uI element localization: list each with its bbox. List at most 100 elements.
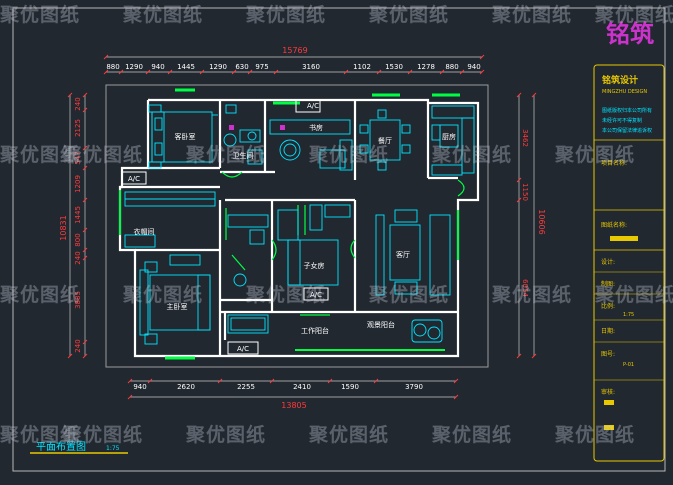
room-label-work-balcony: 工作阳台 xyxy=(301,326,329,335)
dimension-tick xyxy=(516,353,522,359)
dim-label: 1530 xyxy=(385,63,403,71)
dim-total-left: 10831 xyxy=(59,215,68,240)
scale-value: 1:75 xyxy=(623,312,634,318)
dimension-tick xyxy=(269,378,275,384)
ac-label: A/C xyxy=(237,345,249,353)
dimension-tick xyxy=(516,197,522,203)
dimension-tick xyxy=(453,394,459,400)
dimension-tick xyxy=(82,255,88,261)
dim-label: 940 xyxy=(133,383,146,391)
dimension-tick xyxy=(531,92,537,98)
dimension-tick xyxy=(479,54,485,60)
dim-label: 3462 xyxy=(521,129,529,147)
dimension-tick xyxy=(167,69,173,75)
note-line: 图纸版权归本公司所有 xyxy=(602,107,652,114)
dimension-tick xyxy=(82,107,88,113)
date-label: 日期: xyxy=(601,327,615,335)
dimension-tick xyxy=(127,394,133,400)
dimension-tick xyxy=(82,165,88,171)
dim-label: 1102 xyxy=(353,63,371,71)
dining-table xyxy=(369,119,401,161)
dimension-tick xyxy=(327,378,333,384)
room-label-bathroom: 卫生间 xyxy=(233,151,254,160)
room-label-view-balcony: 观景阳台 xyxy=(367,320,395,329)
dimension-tick xyxy=(147,378,153,384)
dim-label: 547 xyxy=(74,151,82,164)
dimension-tick xyxy=(82,197,88,203)
building-outline xyxy=(105,84,489,368)
dim-label: 3790 xyxy=(405,383,423,391)
dim-total-right: 10606 xyxy=(537,209,546,234)
dimension-tick xyxy=(247,69,253,75)
title-block: 铭筑 铭筑设计 MINGZHU DESIGN 图纸版权归本公司所有 未经许可不得… xyxy=(593,20,665,462)
dim-label: 2125 xyxy=(74,119,82,137)
drawing-name-label: 图纸名称: xyxy=(601,221,627,229)
dimension-tick xyxy=(103,69,109,75)
dim-label: 940 xyxy=(467,63,480,71)
drawing-scale-text: 1:75 xyxy=(106,445,120,452)
dimension-tick xyxy=(459,69,465,75)
dim-label: 880 xyxy=(445,63,458,71)
room-labels: 客卧室 卫生间 书房 餐厅 厨房 衣帽间 主卧室 子女房 客厅 工作阳台 观景阳… xyxy=(134,123,457,335)
drawing-title-text: 平面布置图 xyxy=(36,441,86,453)
right-dimension-labels: 3462 1150 6054 xyxy=(521,129,529,297)
fixtures xyxy=(229,125,285,130)
dim-total-bottom: 13805 xyxy=(281,401,306,410)
dimension-lines xyxy=(69,56,535,398)
dimension-tick xyxy=(373,378,379,384)
scale-label: 比例: xyxy=(601,302,615,310)
dim-label: 6054 xyxy=(521,279,529,297)
ac-label: A/C xyxy=(310,291,322,299)
dim-label: 880 xyxy=(106,63,119,71)
dim-label: 1290 xyxy=(209,63,227,71)
dim-label: 1290 xyxy=(125,63,143,71)
dim-label: 940 xyxy=(151,63,164,71)
ac-label: A/C xyxy=(128,175,140,183)
top-dimension-labels: 880 1290 940 1445 1290 630 975 3160 1102… xyxy=(106,63,480,71)
room-label-dining: 餐厅 xyxy=(378,136,392,145)
dim-label: 630 xyxy=(235,63,248,71)
furniture xyxy=(124,104,475,345)
drawing-title: 平面布置图 1:75 xyxy=(30,441,128,454)
room-label-master-bedroom: 主卧室 xyxy=(167,302,188,311)
dim-label: 800 xyxy=(74,233,82,246)
ac-label: A/C xyxy=(307,102,319,110)
designer-label: 设计: xyxy=(601,258,615,266)
dimension-tick xyxy=(231,69,237,75)
dim-total-top: 15769 xyxy=(282,46,307,55)
dimension-tick xyxy=(376,69,382,75)
dimension-tick xyxy=(103,54,109,60)
room-label-study: 书房 xyxy=(309,123,323,132)
dimension-tick xyxy=(407,69,413,75)
room-label-second-bedroom: 客卧室 xyxy=(175,132,196,141)
dimension-tick xyxy=(82,145,88,151)
bottom-dimension-labels: 940 2620 2255 2410 1590 3790 xyxy=(133,383,423,391)
dimension-tick xyxy=(82,339,88,345)
dim-label: 1445 xyxy=(177,63,195,71)
dim-label: 240 xyxy=(74,97,82,110)
dimension-tick xyxy=(516,177,522,183)
dimension-tick xyxy=(273,69,279,75)
dimension-tick xyxy=(343,69,349,75)
dim-label: 1150 xyxy=(521,183,529,201)
room-label-living: 客厅 xyxy=(396,250,410,259)
number-label: 图号: xyxy=(601,351,615,358)
dimension-tick xyxy=(127,378,133,384)
dimension-tick xyxy=(479,69,485,75)
left-dimension-labels: 240 2125 547 1209 1445 800 240 3885 240 xyxy=(74,97,82,352)
dim-label: 2620 xyxy=(177,383,195,391)
dim-label: 1445 xyxy=(74,206,82,224)
dim-label: 1278 xyxy=(417,63,435,71)
room-label-child-room: 子女房 xyxy=(304,261,325,270)
logo-mark: 铭筑 xyxy=(606,20,654,48)
company-subtitle: MINGZHU DESIGN xyxy=(602,89,647,95)
dim-label: 1209 xyxy=(74,175,82,193)
dim-label: 240 xyxy=(74,339,82,352)
room-label-cloakroom: 衣帽间 xyxy=(134,227,155,236)
dimension-tick xyxy=(82,227,88,233)
doors-windows xyxy=(119,88,465,360)
review-label: 审核: xyxy=(601,388,615,396)
dimension-tick xyxy=(439,69,445,75)
